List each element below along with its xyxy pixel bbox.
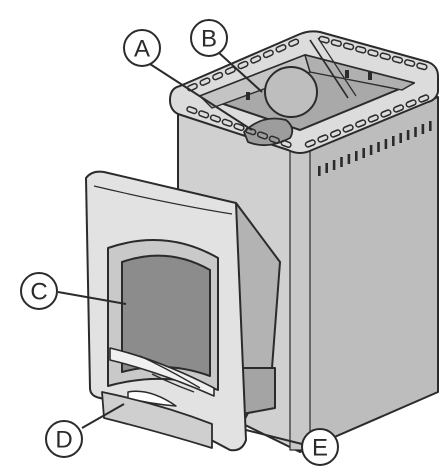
vent-slot xyxy=(186,106,198,115)
callout-e-label: E xyxy=(312,435,328,462)
vent-slot xyxy=(418,94,430,103)
vent-slot xyxy=(237,60,249,70)
vent-slot xyxy=(380,109,392,118)
front-vent-slot xyxy=(340,157,343,167)
vent-slot xyxy=(317,134,329,143)
callouts: A B C D E xyxy=(20,19,339,466)
front-vent-slot xyxy=(421,124,425,134)
rim-vent-slots xyxy=(186,35,430,148)
front-vent-slot xyxy=(325,163,328,173)
vent-slot xyxy=(275,44,287,53)
front-vent-slot xyxy=(355,151,358,161)
leader-d xyxy=(81,403,125,429)
vent-slot xyxy=(330,39,342,47)
vent-slot xyxy=(198,110,210,119)
leader-a xyxy=(149,63,253,131)
heating-opening xyxy=(243,117,294,147)
callout-a-label: A xyxy=(134,36,150,63)
callout-c-label: C xyxy=(30,279,47,306)
front-vent-slot xyxy=(369,145,373,155)
vent-slot xyxy=(318,35,330,44)
front-vent-slot xyxy=(406,130,410,140)
vent-slot xyxy=(250,55,262,64)
vent-slot xyxy=(199,77,211,86)
vent-slot xyxy=(280,139,292,148)
vent-slot xyxy=(288,38,300,48)
callout-b: B xyxy=(190,19,228,57)
callout-d-label: D xyxy=(55,427,72,454)
front-vent-slot xyxy=(399,133,402,143)
ash-drawer-handle xyxy=(127,390,177,407)
flue-opening xyxy=(264,66,318,118)
vent-slot xyxy=(404,59,416,67)
leader-lines xyxy=(57,51,303,445)
vent-slot xyxy=(392,104,405,113)
leader-c xyxy=(57,291,127,305)
vent-slot xyxy=(405,99,417,108)
door-assembly xyxy=(85,170,281,452)
front-vent-slot xyxy=(347,154,351,164)
stove-corner xyxy=(289,147,311,451)
vent-slot xyxy=(212,71,224,81)
callout-b-label: B xyxy=(201,26,217,53)
front-vent-slot xyxy=(384,139,388,149)
vent-slot xyxy=(355,45,367,54)
vent-slot xyxy=(367,49,379,57)
vent-slot xyxy=(233,122,245,132)
front-vent-slot xyxy=(392,136,395,146)
vent-slot xyxy=(304,139,316,148)
vent-slot xyxy=(416,62,428,71)
front-vent-slot xyxy=(414,127,417,137)
vent-slot xyxy=(256,131,269,140)
front-vent-slot xyxy=(429,121,432,131)
vent-slot xyxy=(221,118,233,127)
front-vent-slot xyxy=(362,148,365,158)
front-vent-slot xyxy=(318,166,321,176)
vent-slot xyxy=(262,49,274,59)
front-vent-slots xyxy=(318,121,432,176)
vent-slot xyxy=(379,52,391,61)
vent-slot xyxy=(342,42,355,51)
vent-slot xyxy=(209,114,222,123)
leader-b xyxy=(217,51,263,93)
vent-slot xyxy=(367,114,379,123)
front-vent-slot xyxy=(332,160,336,170)
leader-e xyxy=(245,429,303,445)
callout-d: D xyxy=(45,420,83,458)
vent-slot xyxy=(329,129,342,138)
vent-slot xyxy=(342,124,354,133)
callout-a: A xyxy=(123,29,161,67)
vent-slot xyxy=(268,135,280,144)
vent-slot xyxy=(391,55,404,64)
front-vent-slot xyxy=(377,142,380,152)
stove-right-side xyxy=(297,96,439,453)
callout-e: E xyxy=(301,428,339,466)
callout-c: C xyxy=(20,272,58,310)
vent-slot xyxy=(355,119,367,128)
